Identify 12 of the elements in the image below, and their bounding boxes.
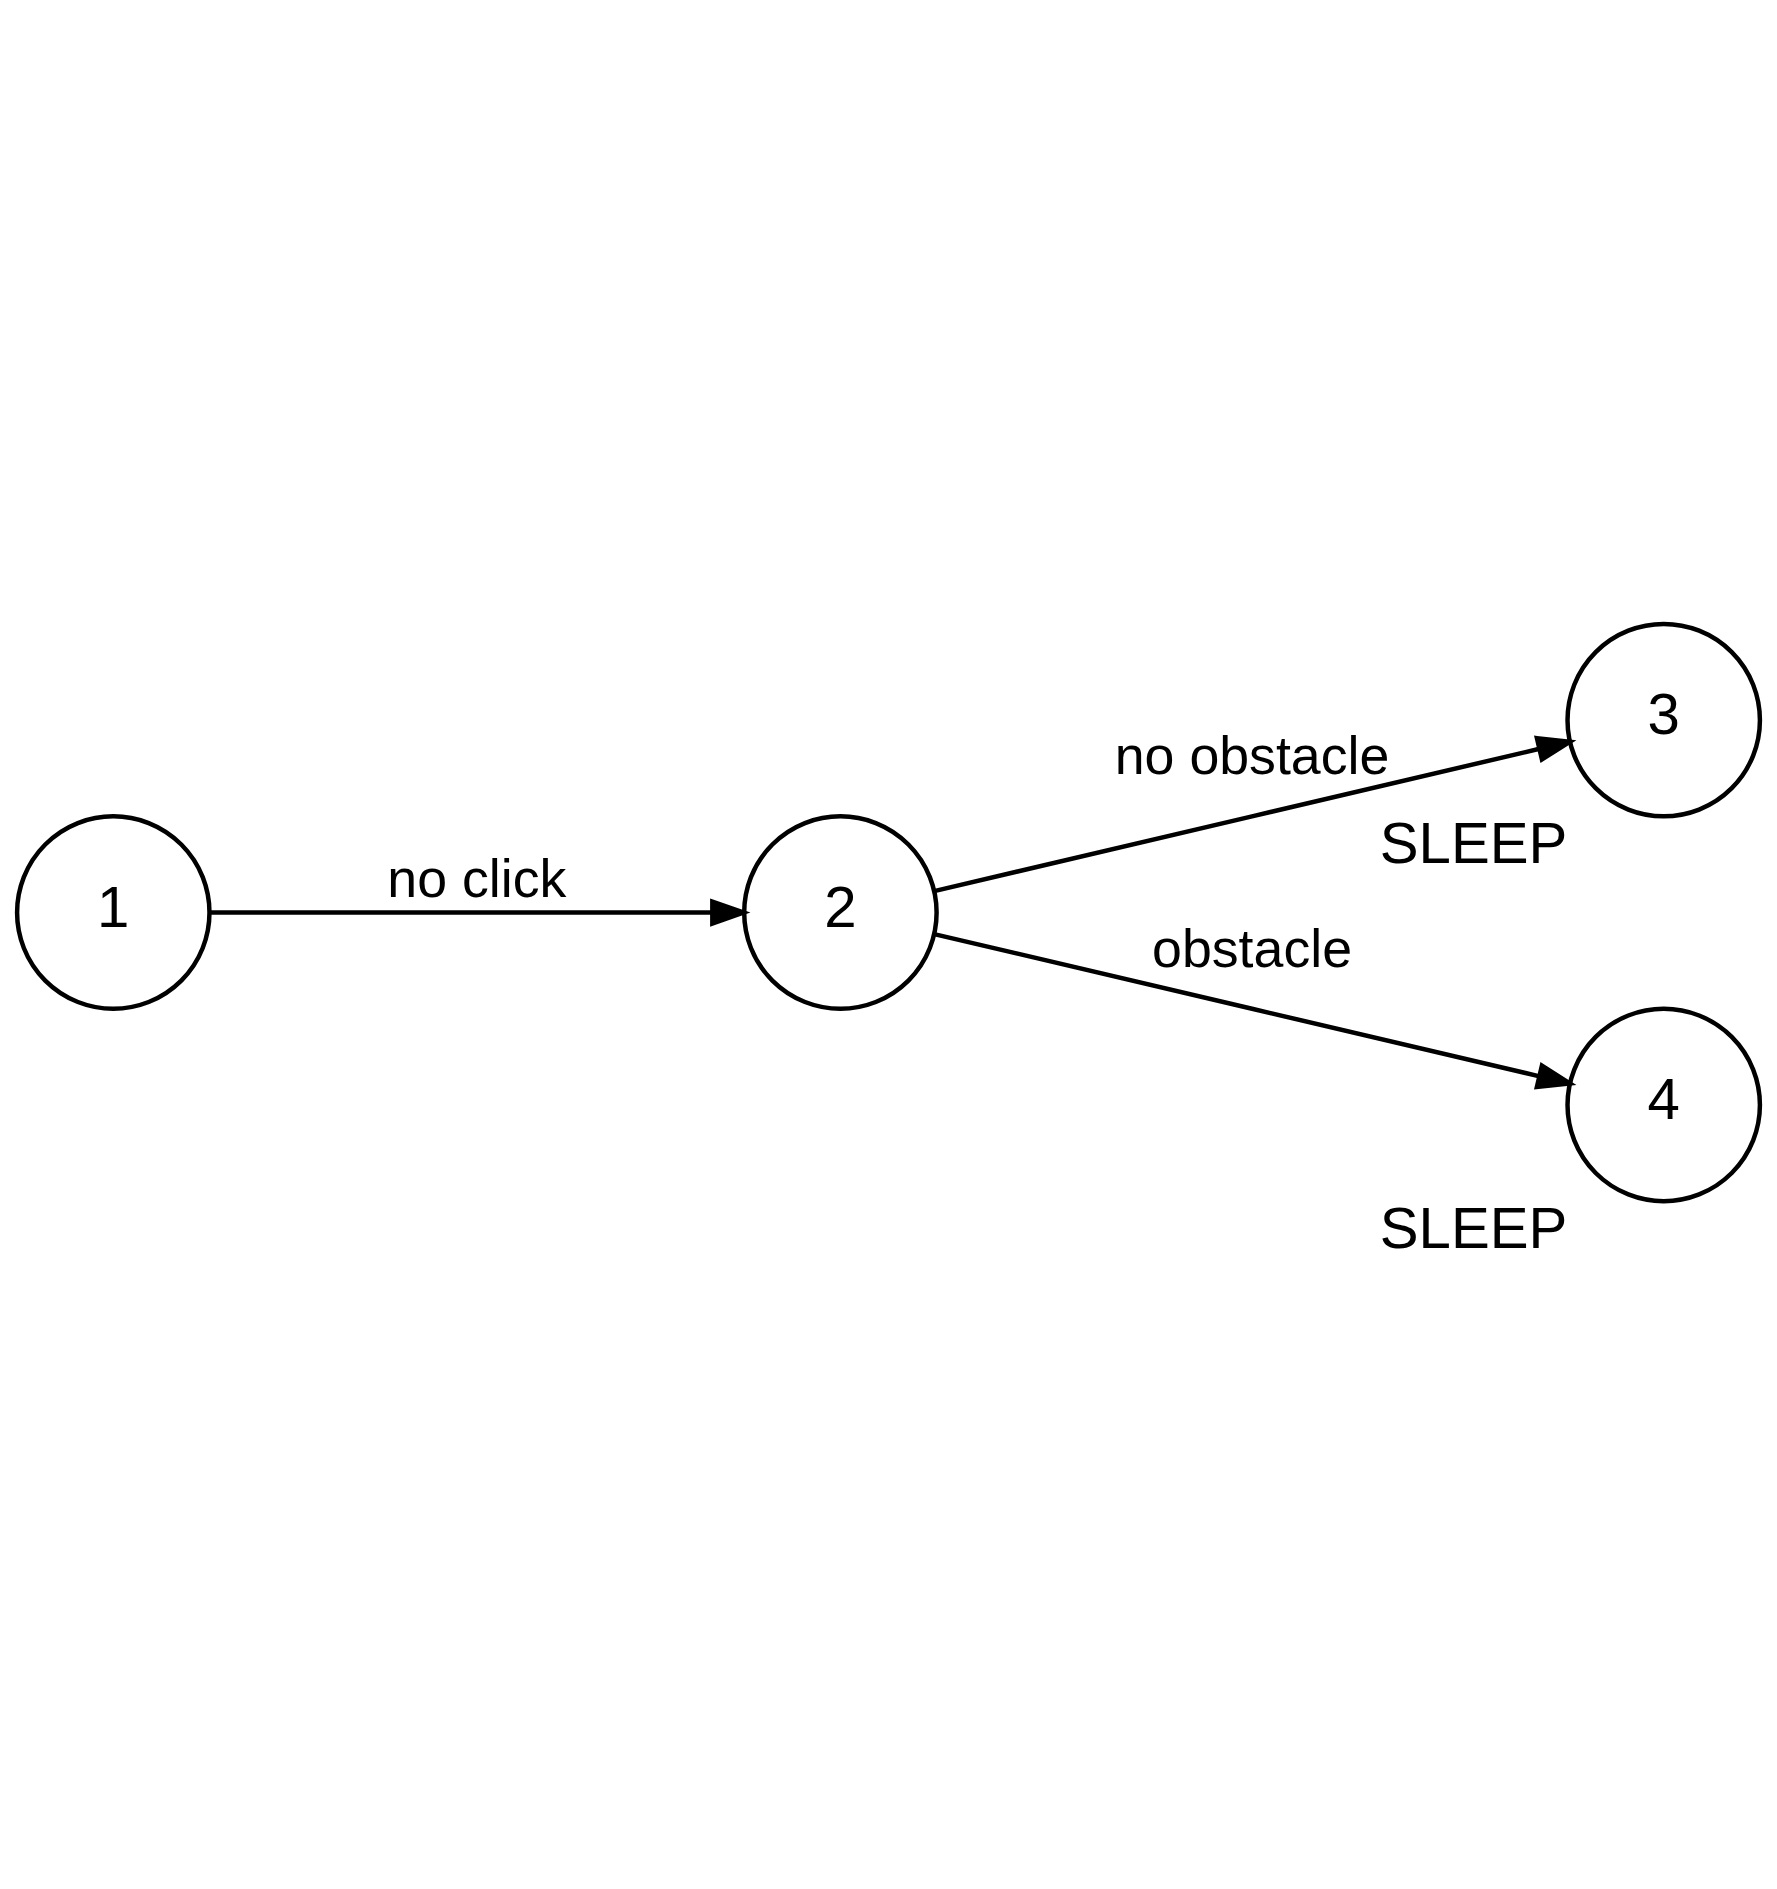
edge-label: no obstacle xyxy=(1114,724,1390,785)
edge-label: obstacle xyxy=(1152,917,1353,978)
edge-label: no click xyxy=(387,847,567,908)
arrow xyxy=(210,897,751,927)
node-circle: 1 xyxy=(14,813,212,1011)
node-circle: 2 xyxy=(741,813,939,1011)
node-label: SLEEP xyxy=(1379,1194,1568,1260)
arrow xyxy=(933,735,1577,893)
node-circle: 4 xyxy=(1565,1006,1763,1203)
node-label: SLEEP xyxy=(1379,809,1568,875)
arrow xyxy=(933,931,1577,1089)
node-circle: 3 xyxy=(1565,621,1763,819)
